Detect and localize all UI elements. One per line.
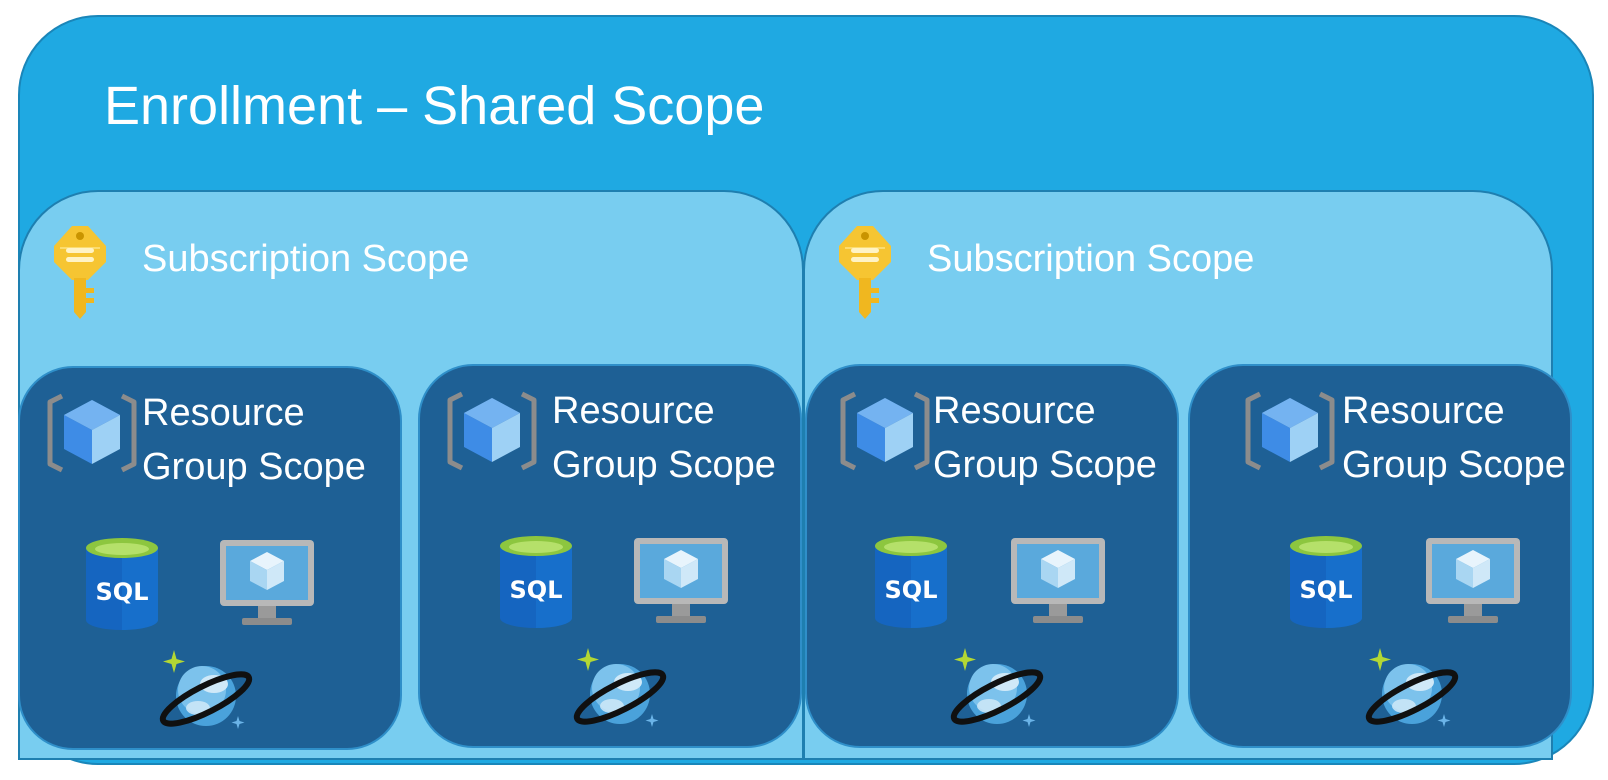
virtual-machine-icon	[632, 536, 730, 628]
resource-group-icon	[42, 388, 142, 478]
subscription-title-1: Subscription Scope	[142, 238, 470, 280]
resource-group-title-line1: Resource	[552, 390, 715, 432]
cosmos-db-icon	[570, 642, 670, 738]
sql-database-icon: SQL	[500, 536, 572, 628]
resource-group-scope-1: Resource Group Scope SQL	[18, 366, 402, 750]
key-icon	[833, 222, 897, 322]
resource-group-title: Resource Group Scope	[142, 386, 366, 494]
sql-label: SQL	[96, 578, 149, 606]
resource-group-title-line1: Resource	[933, 390, 1096, 432]
resource-group-scope-3: Resource Group Scope SQL	[805, 364, 1179, 748]
resource-group-title: Resource Group Scope	[933, 384, 1157, 492]
resource-group-title: Resource Group Scope	[552, 384, 776, 492]
sql-label: SQL	[510, 576, 563, 604]
sql-label: SQL	[885, 576, 938, 604]
resource-group-scope-4: Resource Group Scope SQL	[1188, 364, 1572, 748]
resource-group-title-line2: Group Scope	[933, 444, 1157, 486]
sql-database-icon: SQL	[86, 538, 158, 630]
cosmos-db-icon	[947, 642, 1047, 738]
resource-group-icon	[442, 386, 542, 476]
cosmos-db-icon	[1362, 642, 1462, 738]
resource-group-title-line2: Group Scope	[552, 444, 776, 486]
virtual-machine-icon	[218, 538, 316, 630]
virtual-machine-icon	[1009, 536, 1107, 628]
sql-database-icon: SQL	[1290, 536, 1362, 628]
enrollment-title: Enrollment – Shared Scope	[104, 76, 765, 136]
sql-database-icon: SQL	[875, 536, 947, 628]
resource-group-icon	[835, 386, 935, 476]
resource-group-title: Resource Group Scope	[1342, 384, 1566, 492]
key-icon	[48, 222, 112, 322]
resource-group-title-line1: Resource	[1342, 390, 1505, 432]
sql-label: SQL	[1300, 576, 1353, 604]
virtual-machine-icon	[1424, 536, 1522, 628]
resource-group-title-line2: Group Scope	[142, 446, 366, 488]
cosmos-db-icon	[156, 644, 256, 740]
resource-group-scope-2: Resource Group Scope SQL	[418, 364, 802, 748]
resource-group-title-line2: Group Scope	[1342, 444, 1566, 486]
resource-group-title-line1: Resource	[142, 392, 305, 434]
resource-group-icon	[1240, 386, 1340, 476]
subscription-title-2: Subscription Scope	[927, 238, 1255, 280]
